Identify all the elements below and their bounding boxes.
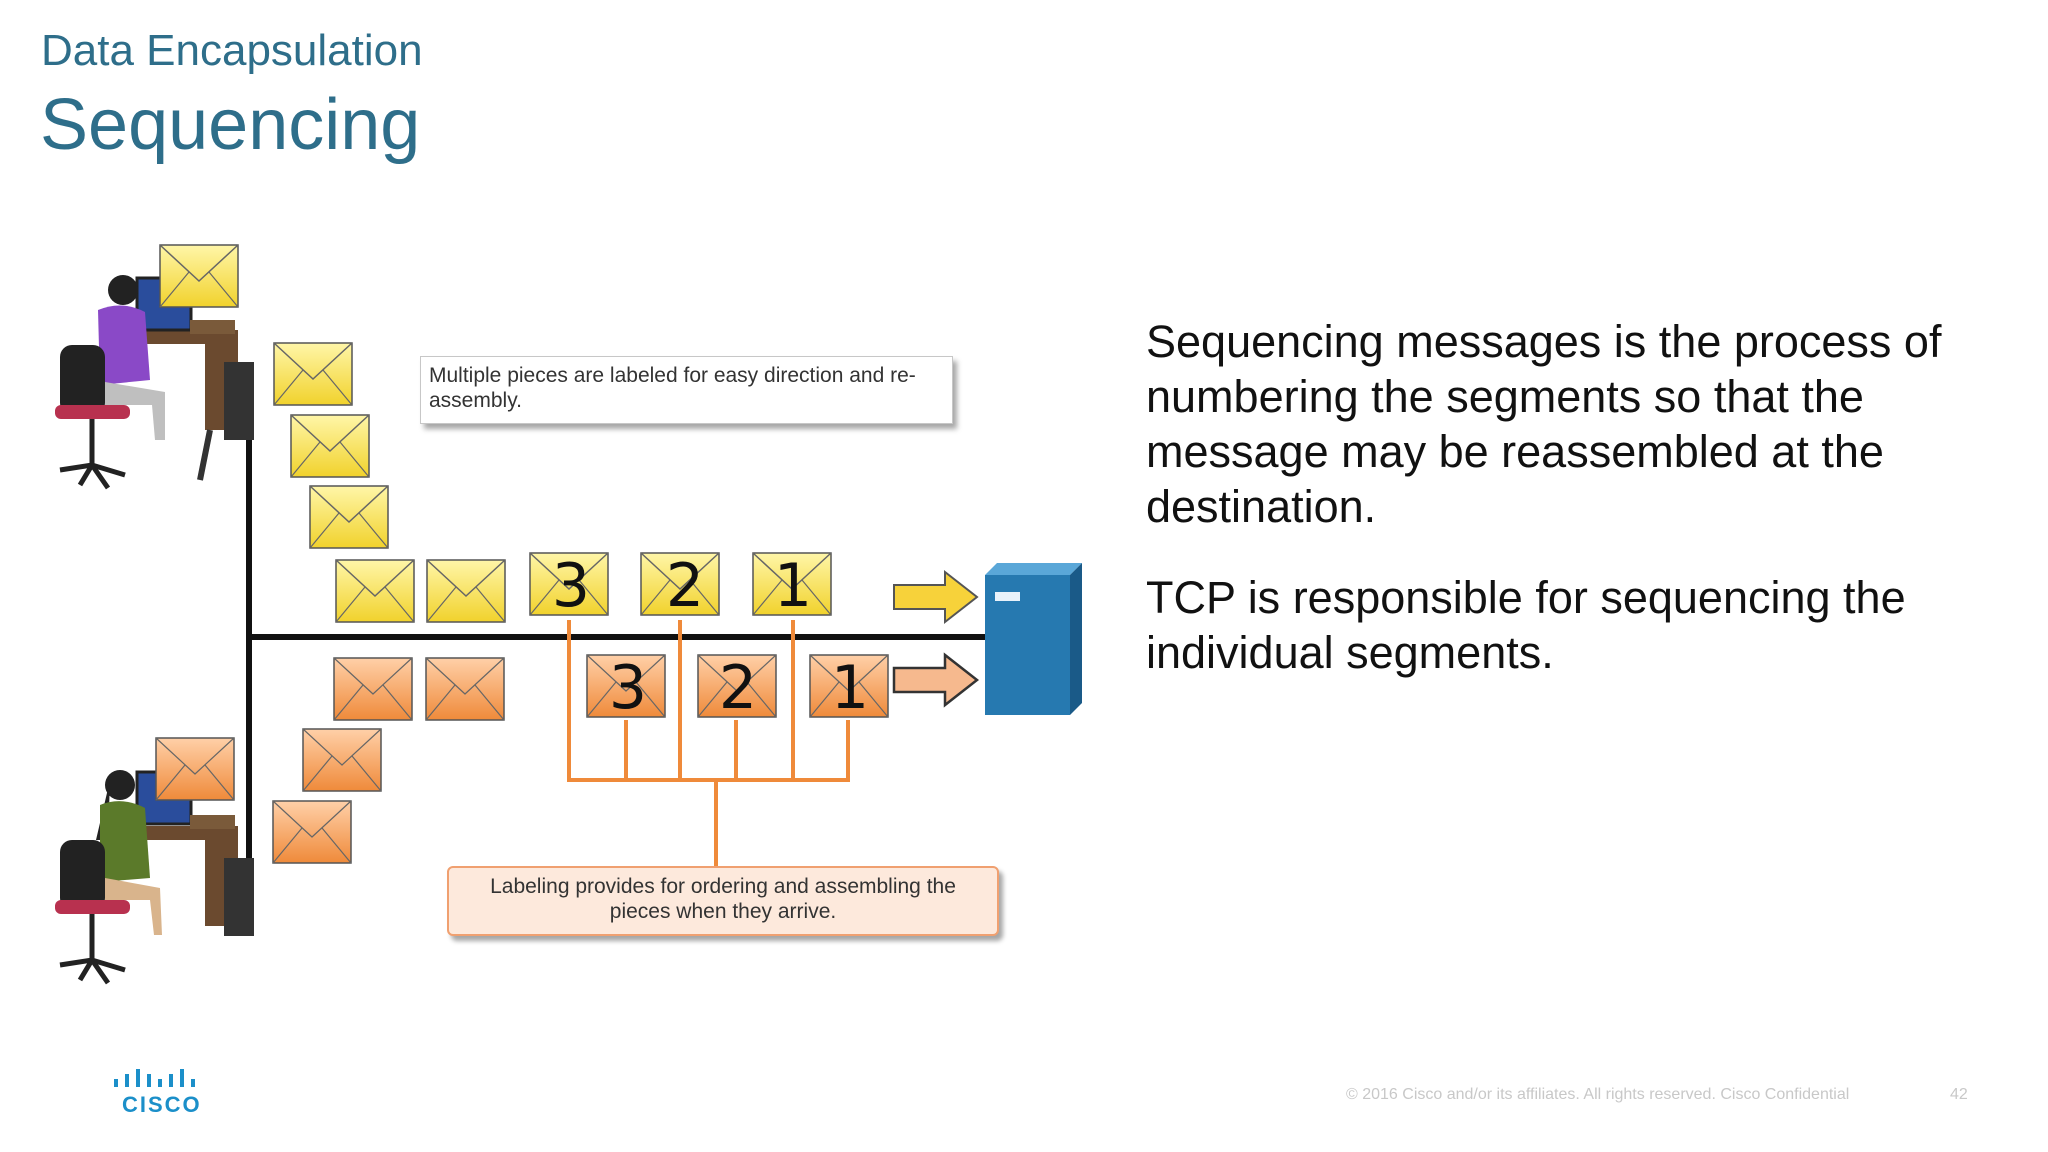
envelope-icon bbox=[290, 414, 370, 478]
receiver-computer-icon bbox=[55, 770, 254, 985]
slide-title: Sequencing bbox=[40, 85, 421, 165]
server-icon bbox=[985, 563, 1082, 715]
orange-segment-number: 2 bbox=[719, 653, 757, 723]
cisco-wordmark: CISCO bbox=[122, 1092, 202, 1117]
arrow-right-icon bbox=[893, 569, 979, 625]
paragraph-sequencing: Sequencing messages is the process of nu… bbox=[1146, 316, 1942, 532]
paragraph-tcp: TCP is responsible for sequencing the in… bbox=[1146, 572, 1906, 678]
page-number: 42 bbox=[1950, 1086, 1968, 1103]
envelope-icon bbox=[426, 559, 506, 623]
envelope-icon bbox=[273, 342, 353, 406]
sequencing-diagram: 3 2 1 3 2 1 bbox=[55, 244, 1082, 985]
cisco-logo: CISCO bbox=[112, 1068, 202, 1118]
footer-copyright: © 2016 Cisco and/or its affiliates. All … bbox=[1346, 1086, 1850, 1103]
callout-multiple-pieces: Multiple pieces are labeled for easy dir… bbox=[420, 356, 953, 424]
arrow-right-icon bbox=[892, 652, 980, 708]
yellow-segment-number: 2 bbox=[666, 551, 704, 621]
envelope-icon bbox=[155, 737, 235, 801]
network-cable bbox=[246, 420, 985, 925]
envelope-icon bbox=[272, 800, 352, 864]
envelope-icon bbox=[159, 244, 239, 308]
envelope-icon bbox=[333, 657, 413, 721]
slide-subtitle: Data Encapsulation bbox=[41, 26, 423, 75]
envelope-icon bbox=[335, 559, 415, 623]
yellow-segment-number: 1 bbox=[774, 551, 812, 621]
orange-segment-number: 3 bbox=[609, 653, 647, 723]
envelope-icon bbox=[302, 728, 382, 792]
body-text: Sequencing messages is the process of nu… bbox=[1146, 314, 2006, 716]
orange-segment-number: 1 bbox=[831, 653, 869, 723]
envelope-icon bbox=[309, 485, 389, 549]
label-bracket bbox=[567, 620, 850, 868]
cisco-bars-icon bbox=[114, 1069, 195, 1087]
envelope-icon bbox=[425, 657, 505, 721]
callout-labeling: Labeling provides for ordering and assem… bbox=[447, 866, 999, 936]
yellow-segment-number: 3 bbox=[552, 551, 590, 621]
